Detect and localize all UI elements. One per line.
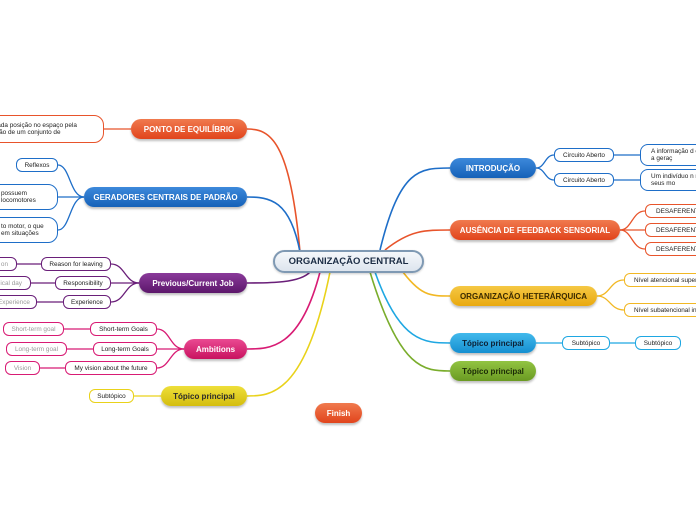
subtopic-nivel-superior[interactable]: Nível atencional superi xyxy=(624,273,696,287)
subtopic-long-term-goals[interactable]: Long-term Goals xyxy=(93,342,157,356)
leaf-intro-1[interactable]: A informação d orientar a geraç xyxy=(640,144,696,166)
topic-ambitions[interactable]: Ambitions xyxy=(184,339,247,359)
topic-principal-left[interactable]: Tópico principal xyxy=(161,386,247,406)
topic-ponto-equilibrio[interactable]: PONTO DE EQUILÍBRIO xyxy=(131,119,247,139)
subtopic-left-yellow[interactable]: Subtópico xyxy=(89,389,134,403)
central-topic[interactable]: ORGANIZAÇÃO CENTRAL xyxy=(273,250,424,273)
subtopic-reason-for-leaving[interactable]: Reason for leaving xyxy=(41,257,111,271)
leaf-reason[interactable]: on xyxy=(0,257,17,271)
topic-principal-cyan[interactable]: Tópico principal xyxy=(450,333,536,353)
leaf-vision[interactable]: Vision xyxy=(5,361,40,375)
topic-introducao[interactable]: INTRODUÇÃO xyxy=(450,158,536,178)
topic-organizacao-heterarquica[interactable]: ORGANIZAÇÃO HETERÁRQUICA xyxy=(450,286,597,306)
subtopic-desaferenta-2[interactable]: DESAFERENTA xyxy=(645,223,696,237)
subtopic-desaferenta-3[interactable]: DESAFERENTA xyxy=(645,242,696,256)
subtopic-nivel-inferior[interactable]: Nível subatencional inf xyxy=(624,303,696,317)
leaf-short-term-goal[interactable]: Short-term goal xyxy=(3,322,64,336)
topic-previous-job[interactable]: Previous/Current Job xyxy=(139,273,247,293)
subtopic-responsibility[interactable]: Responsibility xyxy=(55,276,111,290)
subtopic-ponto-text[interactable]: minada posição no espaço pela tensão de … xyxy=(0,115,104,143)
subtopic-circuito-aberto-2[interactable]: Circuito Aberto xyxy=(554,173,614,187)
subtopic-cyan-2[interactable]: Subtópico xyxy=(635,336,681,350)
subtopic-vision-future[interactable]: My vision about the future xyxy=(65,361,157,375)
leaf-typical-day[interactable]: ical day xyxy=(0,276,31,290)
leaf-long-term-goal[interactable]: Long-term goal xyxy=(6,342,67,356)
topic-principal-green[interactable]: Tópico principal xyxy=(450,361,536,381)
subtopic-geradores-3[interactable]: to motor, o que em situações xyxy=(0,217,58,243)
topic-geradores-centrais[interactable]: GERADORES CENTRAIS DE PADRÃO xyxy=(84,187,247,207)
topic-finish[interactable]: Finish xyxy=(315,403,362,423)
leaf-intro-2[interactable]: Um indivíduo n regular seus mo xyxy=(640,169,696,191)
subtopic-experience[interactable]: Experience xyxy=(63,295,111,309)
subtopic-desaferenta-1[interactable]: DESAFERENTA xyxy=(645,204,696,218)
subtopic-geradores-2[interactable]: possuem locomotores xyxy=(0,184,58,210)
subtopic-reflexos[interactable]: Reflexos xyxy=(16,158,58,172)
subtopic-cyan-1[interactable]: Subtópico xyxy=(562,336,610,350)
topic-ausencia-feedback[interactable]: AUSÊNCIA DE FEEDBACK SENSORIAL xyxy=(450,220,620,240)
subtopic-short-term-goals[interactable]: Short-term Goals xyxy=(90,322,157,336)
subtopic-circuito-aberto-1[interactable]: Circuito Aberto xyxy=(554,148,614,162)
leaf-experience[interactable]: Experience xyxy=(0,295,37,309)
